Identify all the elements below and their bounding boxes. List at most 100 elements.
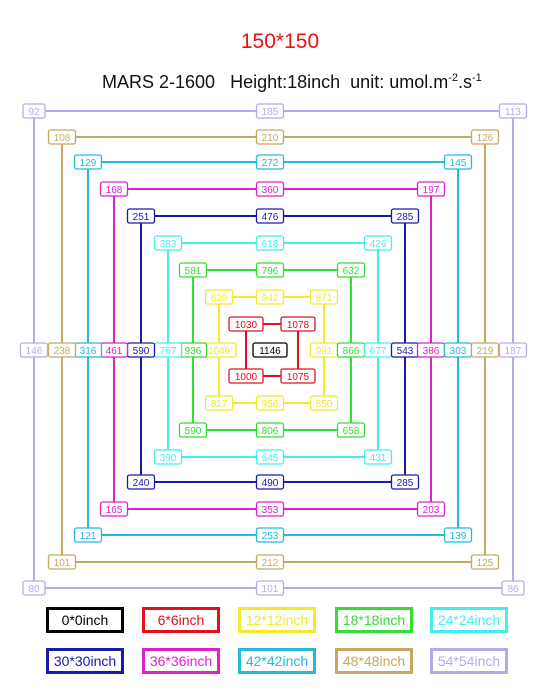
ring-48*48inch-top: 210: [255, 129, 285, 145]
ring-36*36inch-top: 360: [255, 181, 285, 197]
ring-12*12inch-bottom-value: 956: [262, 399, 279, 410]
ring-12*12inch-top-left-value: 820: [211, 293, 228, 304]
ring-42*42inch-top-value: 272: [262, 158, 279, 169]
ring-24*24inch-top: 618: [255, 235, 285, 251]
legend-item-48*48inch: 48*48inch: [335, 648, 413, 674]
ring-18*18inch-top-left-value: 581: [185, 266, 202, 277]
ring-6*6inch-bottom-left: 1000: [228, 368, 264, 384]
ring-18*18inch-bottom-right: 658: [336, 422, 366, 438]
ring-42*42inch-top-right-box: [443, 154, 473, 170]
ring-12*12inch-right-value: 991: [316, 346, 333, 357]
ring-18*18inch-top-box: [255, 262, 285, 278]
ring-30*30inch-top-left-box: [126, 208, 156, 224]
ring-54*54inch-right-box: [498, 342, 528, 358]
ring-30*30inch-bottom-right: 285: [390, 474, 420, 490]
ring-30*30inch-top: 476: [255, 208, 285, 224]
ring-6*6inch-top-left-box: [228, 316, 264, 332]
ring-54*54inch-top-left: 92: [22, 103, 46, 119]
legend-item-54*54inch: 54*54inch: [430, 648, 508, 674]
ring-54*54inch-bottom-left: 80: [22, 580, 46, 596]
ring-24*24inch-top-left: 383: [153, 235, 183, 251]
ring-30*30inch-top-right-value: 285: [397, 212, 414, 223]
ring-54*54inch-top-value: 185: [262, 107, 279, 118]
ring-48*48inch-bottom-left-value: 101: [54, 558, 71, 569]
ring-6*6inch-outline: [245, 323, 299, 377]
legend-item-30*30inch: 30*30inch: [46, 648, 124, 674]
ring-6*6inch-bottom-right-box: [280, 368, 316, 384]
ring-42*42inch-bottom-left-value: 121: [80, 531, 97, 542]
ring-36*36inch-bottom-left: 165: [99, 501, 129, 517]
ring-48*48inch-left: 238: [47, 342, 77, 358]
ring-36*36inch-bottom-left-box: [99, 501, 129, 517]
ring-48*48inch-right: 219: [470, 342, 500, 358]
ring-36*36inch-bottom-value: 353: [262, 505, 279, 516]
ring-12*12inch-top: 942: [255, 289, 285, 305]
ring-36*36inch-left: 461: [99, 342, 129, 358]
height-label: Height:18inch: [230, 72, 341, 92]
legend-item-12*12inch: 12*12inch: [238, 607, 316, 633]
ring-12*12inch-top-right: 871: [309, 289, 339, 305]
ring-42*42inch-bottom-box: [255, 527, 285, 543]
ring-24*24inch-top-left-value: 383: [160, 239, 177, 250]
ring-36*36inch-top-right-value: 197: [423, 185, 440, 196]
center-reading: 1146: [252, 342, 288, 358]
ring-36*36inch-bottom-right-box: [416, 501, 446, 517]
ring-48*48inch-left-box: [47, 342, 77, 358]
ring-54*54inch-bottom-left-box: [22, 580, 46, 596]
ring-24*24inch-top-right: 426: [363, 235, 393, 251]
ring-42*42inch-bottom-value: 253: [262, 531, 279, 542]
ring-24*24inch-bottom: 645: [255, 449, 285, 465]
ring-42*42inch-top-left-value: 129: [80, 158, 97, 169]
ring-54*54inch-left-box: [19, 342, 49, 358]
ring-24*24inch-top-right-value: 426: [370, 239, 387, 250]
ring-12*12inch-bottom-right-value: 850: [316, 399, 333, 410]
ring-24*24inch-bottom-right-value: 431: [370, 453, 387, 464]
ring-54*54inch-bottom-right-box: [501, 580, 525, 596]
ring-24*24inch-bottom-left-box: [153, 449, 183, 465]
legend-item-36*36inch: 36*36inch: [142, 648, 220, 674]
ring-42*42inch-right-value: 303: [450, 346, 467, 357]
ring-36*36inch-top-value: 360: [262, 185, 279, 196]
ring-36*36inch-right: 386: [416, 342, 446, 358]
ring-24*24inch-bottom-left: 390: [153, 449, 183, 465]
ring-18*18inch-right-value: 866: [343, 346, 360, 357]
ring-42*42inch-bottom-right-value: 139: [450, 531, 467, 542]
ring-54*54inch-top-left-value: 92: [28, 107, 40, 118]
ring-48*48inch-bottom-right-value: 125: [477, 558, 494, 569]
ring-54*54inch-left: 146: [19, 342, 49, 358]
ring-36*36inch-top-right-box: [416, 181, 446, 197]
ring-30*30inch-top-right: 285: [390, 208, 420, 224]
ring-48*48inch-top-box: [255, 129, 285, 145]
ring-12*12inch-top-left-box: [204, 289, 234, 305]
ring-54*54inch-right: 187: [498, 342, 528, 358]
ring-42*42inch-bottom-right-box: [443, 527, 473, 543]
ring-48*48inch-top-left-box: [47, 129, 77, 145]
ring-18*18inch-top-right-value: 632: [343, 266, 360, 277]
ring-18*18inch-bottom-right-value: 658: [343, 426, 360, 437]
ring-30*30inch-bottom-right-value: 285: [397, 478, 414, 489]
ring-30*30inch-top-value: 476: [262, 212, 279, 223]
ring-36*36inch-right-value: 386: [423, 346, 440, 357]
ring-12*12inch-bottom: 956: [255, 395, 285, 411]
ring-42*42inch-top-right: 145: [443, 154, 473, 170]
ring-18*18inch-top: 796: [255, 262, 285, 278]
ring-30*30inch-bottom-left-value: 240: [133, 478, 150, 489]
ring-30*30inch-right-value: 543: [397, 346, 414, 357]
ring-18*18inch-bottom: 806: [255, 422, 285, 438]
ring-54*54inch-bottom-left-value: 80: [28, 584, 40, 595]
ring-18*18inch-top-right-box: [336, 262, 366, 278]
ring-24*24inch-left-value: 767: [160, 346, 177, 357]
model-name: MARS 2-1600: [102, 72, 216, 92]
ring-42*42inch-bottom-right: 139: [443, 527, 473, 543]
ring-54*54inch-top-right-value: 113: [505, 107, 521, 118]
ring-42*42inch-top-box: [255, 154, 285, 170]
ring-48*48inch-bottom-value: 212: [262, 558, 279, 569]
ring-18*18inch-top-value: 796: [262, 266, 279, 277]
ring-24*24inch-left: 767: [153, 342, 183, 358]
ring-48*48inch-bottom: 212: [255, 554, 285, 570]
ring-42*42inch-left-value: 316: [80, 346, 97, 357]
ring-54*54inch-bottom-value: 101: [262, 584, 279, 595]
ring-12*12inch-right: 991: [309, 342, 339, 358]
ring-36*36inch-top-left-value: 168: [106, 185, 123, 196]
ring-12*12inch-bottom-left: 817: [204, 395, 234, 411]
